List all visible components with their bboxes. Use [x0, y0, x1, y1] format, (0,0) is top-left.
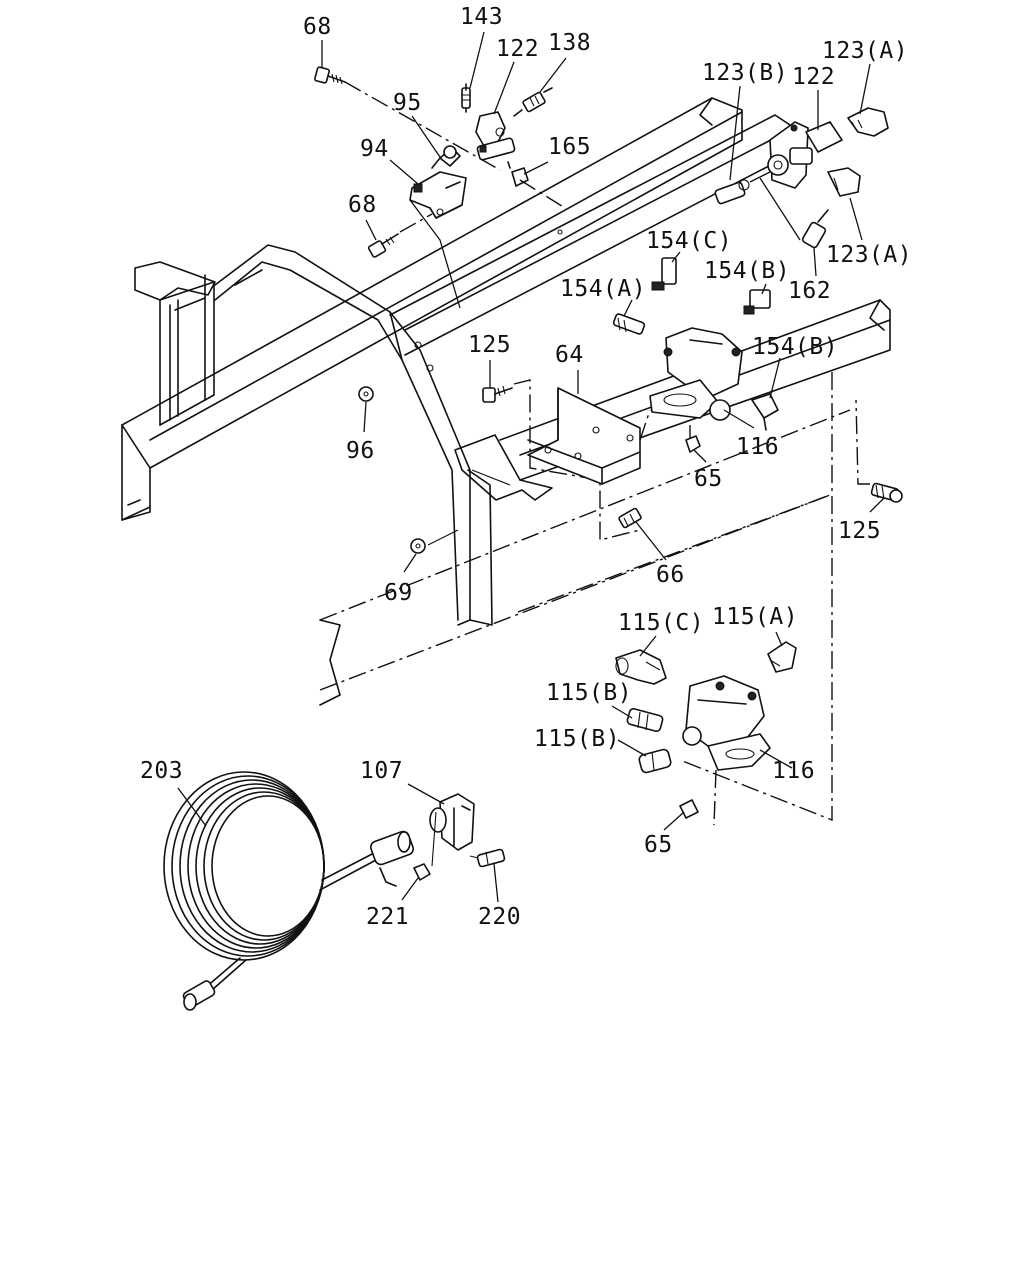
callout-154b-upper: 154(B)	[704, 258, 790, 284]
lower-frame-rail-phantom	[319, 409, 851, 706]
callout-64: 64	[555, 342, 584, 368]
part-64-bracket	[527, 387, 641, 485]
leader-lines	[177, 31, 885, 903]
callout-143: 143	[460, 4, 503, 30]
part-115b-fitting-lower	[638, 748, 672, 774]
callout-162: 162	[788, 278, 831, 304]
callout-122-top: 122	[496, 36, 539, 62]
callout-68-lower: 68	[348, 192, 377, 218]
part-107-clip	[429, 793, 475, 851]
callout-165: 165	[548, 134, 591, 160]
part-138-fitting	[513, 87, 553, 117]
callout-203: 203	[140, 758, 183, 784]
callout-66: 66	[656, 562, 685, 588]
support-bracket-frame	[214, 244, 553, 626]
callout-94: 94	[360, 136, 389, 162]
callout-labels: 68 143 122 138 95 94 165 68 123(B) 122 1…	[140, 4, 912, 930]
part-154b-fitting-lower	[751, 393, 779, 431]
callout-125-right: 125	[838, 518, 881, 544]
callout-125-upper: 125	[468, 332, 511, 358]
part-115b-fitting-upper	[626, 707, 664, 733]
part-123b-fitting	[714, 171, 771, 205]
callout-220: 220	[478, 904, 521, 930]
part-122-tee-top	[475, 111, 516, 161]
cross-member	[134, 261, 216, 426]
callout-95: 95	[393, 90, 422, 116]
bolt-220	[476, 848, 506, 868]
part-116-valve-upper	[649, 327, 743, 421]
upper-frame-rail	[121, 97, 743, 521]
callout-154a: 154(A)	[560, 276, 646, 302]
callout-65-lower: 65	[644, 832, 673, 858]
callout-221: 221	[366, 904, 409, 930]
nut-96	[358, 386, 374, 402]
part-122-valve-right	[767, 121, 843, 189]
nut-221	[413, 863, 431, 881]
nut-65-upper	[685, 435, 701, 453]
callout-96: 96	[346, 438, 375, 464]
part-154b-fitting-upper	[743, 289, 771, 315]
callout-115a: 115(A)	[712, 604, 798, 630]
bolt-68-lower	[367, 233, 399, 258]
part-116-valve-lower	[682, 675, 771, 771]
callout-115c: 115(C)	[618, 610, 704, 636]
part-115a-elbow	[767, 641, 797, 673]
callout-69: 69	[384, 580, 413, 606]
callout-65-upper: 65	[694, 466, 723, 492]
bolt-66	[618, 507, 642, 529]
part-123a-elbow-upper	[847, 107, 889, 137]
callout-123b: 123(B)	[702, 60, 788, 86]
callout-138: 138	[548, 30, 591, 56]
part-95-fitting	[431, 145, 461, 169]
part-203-harness-coil	[163, 771, 377, 1011]
part-154c-fitting	[651, 257, 677, 291]
callout-123a-lower: 123(A)	[826, 242, 912, 268]
part-123a-elbow-lower	[827, 167, 861, 197]
part-143-nipple	[461, 83, 471, 113]
bolt-125-right	[870, 482, 903, 503]
callout-68-top: 68	[303, 14, 332, 40]
bolt-125-upper	[482, 385, 513, 403]
nut-69	[410, 538, 426, 554]
part-162-sensor	[801, 209, 829, 249]
callout-116-lower: 116	[772, 758, 815, 784]
callout-122-right: 122	[792, 64, 835, 90]
part-94-bracket	[409, 171, 467, 219]
callout-115b-lower: 115(B)	[534, 726, 620, 752]
callout-107: 107	[360, 758, 403, 784]
callout-116-upper: 116	[736, 434, 779, 460]
bolt-68-top	[314, 66, 346, 85]
callout-123a-upper: 123(A)	[822, 38, 908, 64]
callout-115b-upper: 115(B)	[546, 680, 632, 706]
part-165-elbow	[507, 161, 529, 187]
part-connector-plug	[369, 830, 415, 887]
callout-154c: 154(C)	[646, 228, 732, 254]
nut-65-lower	[679, 799, 699, 819]
part-154a-fitting	[612, 313, 646, 335]
callout-154b-lower: 154(B)	[752, 334, 838, 360]
